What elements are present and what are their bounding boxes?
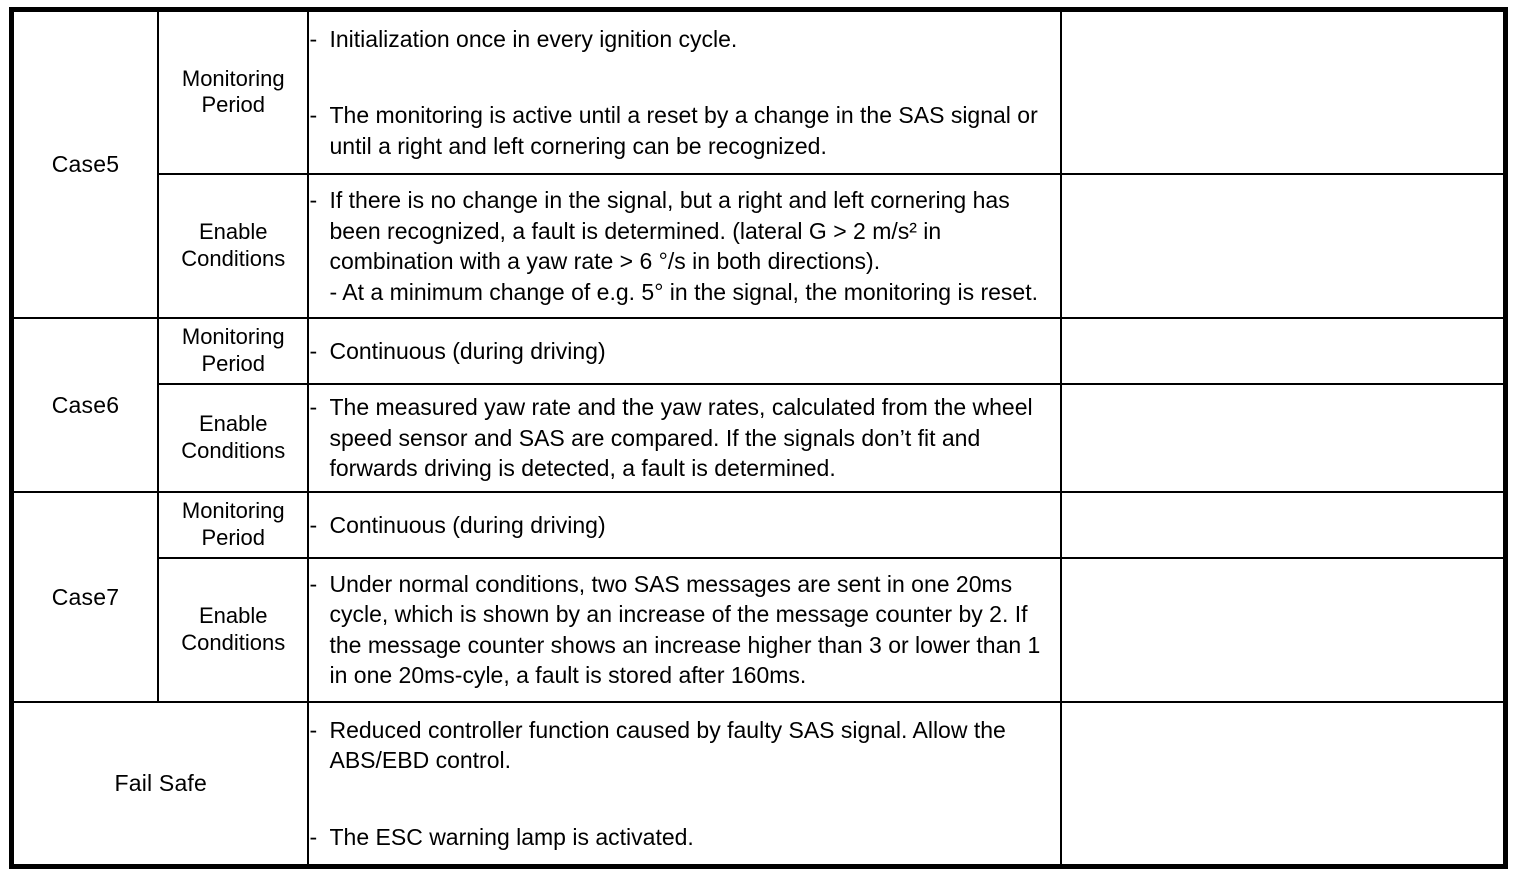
dtc-monitoring-table: Case5 Monitoring Period -Initialization … <box>9 7 1508 869</box>
bullet-dash: - <box>309 102 318 129</box>
kind-label-line2: Conditions <box>181 629 286 655</box>
bullet-dash: - <box>309 337 318 364</box>
desc-cell-fail-safe: -Reduced controller function caused by f… <box>307 700 1062 868</box>
kind-cell-case7-enable-conditions: Enable Conditions <box>156 556 310 703</box>
kind-label-line1: Monitoring <box>181 498 285 524</box>
table-row: Fail Safe -Reduced controller function c… <box>10 700 1507 868</box>
bullet-text: Reduced controller function caused by fa… <box>329 716 1006 774</box>
kind-cell-case5-enable-conditions: Enable Conditions <box>156 172 310 320</box>
bullet-text: - <box>329 278 338 305</box>
case-label-cell-case7: Case7 <box>10 491 159 703</box>
bullet-item: -The monitoring is active until a reset … <box>309 100 1060 161</box>
desc-cell-case6-monitoring-period: -Continuous (during driving) <box>307 317 1062 385</box>
case-label-cell-case5: Case5 <box>10 8 159 320</box>
bullet-dash: - <box>309 716 318 743</box>
kind-label-line2: Conditions <box>181 246 286 272</box>
table-row: Case6 Monitoring Period -Continuous (dur… <box>10 317 1507 494</box>
kind-cell-case6-monitoring-period: Monitoring Period <box>156 317 310 385</box>
bullet-item: -Under normal conditions, two SAS messag… <box>309 569 1060 690</box>
bullet-item: -If there is no change in the signal, bu… <box>309 185 1060 276</box>
bullet-text: If there is no change in the signal, but… <box>329 187 1010 275</box>
bullet-text: Continuous (during driving) <box>329 511 606 538</box>
kind-label-line1: Enable <box>198 411 268 437</box>
paragraph-gap <box>309 776 1060 822</box>
bullet-item: - At a minimum change of e.g. 5° in the … <box>309 277 1060 307</box>
bullet-dash: - <box>309 511 318 538</box>
desc-cell-case5-monitoring-period: -Initialization once in every ignition c… <box>307 8 1062 175</box>
bullet-text: The measured yaw rate and the yaw rates,… <box>329 394 1033 482</box>
bullet-dash: - <box>309 394 318 421</box>
bullet-dash: - <box>309 187 318 214</box>
kind-label-line2: Period <box>201 524 266 550</box>
kind-label-line1: Monitoring <box>181 324 285 350</box>
notes-cell-case5-enable-conditions <box>1060 172 1507 320</box>
kind-cell-case6-enable-conditions: Enable Conditions <box>156 382 310 494</box>
notes-cell-case7-monitoring-period <box>1060 491 1507 559</box>
table-row: Case7 Monitoring Period -Continuous (dur… <box>10 491 1507 703</box>
case-label-cell-fail-safe: Fail Safe <box>10 700 310 868</box>
bullet-text: At a minimum change of e.g. 5° in the si… <box>342 278 1038 305</box>
notes-cell-case6-enable-conditions <box>1060 382 1507 494</box>
kind-label-line2: Conditions <box>181 437 286 463</box>
bullet-text: Under normal conditions, two SAS message… <box>329 571 1041 689</box>
kind-label-line2: Period <box>201 92 266 118</box>
notes-cell-case7-enable-conditions <box>1060 556 1507 703</box>
table-row: Enable Conditions -The measured yaw rate… <box>12 382 1507 494</box>
notes-cell-fail-safe <box>1060 700 1507 868</box>
notes-cell-case6-monitoring-period <box>1060 317 1507 385</box>
kind-label-line1: Enable <box>198 219 268 245</box>
bullet-dash: - <box>309 25 318 52</box>
paragraph-gap <box>309 54 1060 100</box>
bullet-item: -The ESC warning lamp is activated. <box>309 822 1060 852</box>
bullet-text: The monitoring is active until a reset b… <box>329 102 1038 159</box>
desc-cell-case7-monitoring-period: -Continuous (during driving) <box>307 491 1062 559</box>
bullet-item: -Initialization once in every ignition c… <box>309 24 1060 54</box>
table-row: Case5 Monitoring Period -Initialization … <box>10 8 1507 320</box>
bullet-dash: - <box>309 571 318 598</box>
case-label-cell-case6: Case6 <box>10 317 159 494</box>
bullet-text: Initialization once in every ignition cy… <box>329 25 738 52</box>
bullet-text: Continuous (during driving) <box>329 337 606 364</box>
kind-label-line1: Enable <box>198 602 268 628</box>
notes-cell-case5-monitoring-period <box>1060 8 1507 175</box>
desc-cell-case6-enable-conditions: -The measured yaw rate and the yaw rates… <box>307 382 1062 494</box>
bullet-text: The ESC warning lamp is activated. <box>329 823 694 850</box>
bullet-item: -Continuous (during driving) <box>309 510 1060 540</box>
desc-cell-case7-enable-conditions: -Under normal conditions, two SAS messag… <box>307 556 1062 703</box>
bullet-item: -The measured yaw rate and the yaw rates… <box>309 392 1060 483</box>
kind-label-line1: Monitoring <box>181 65 285 91</box>
bullet-item: -Continuous (during driving) <box>309 336 1060 366</box>
kind-label-line2: Period <box>201 350 266 376</box>
kind-cell-case7-monitoring-period: Monitoring Period <box>156 491 310 559</box>
bullet-item: -Reduced controller function caused by f… <box>309 715 1060 776</box>
table-row: Enable Conditions -Under normal conditio… <box>12 556 1507 703</box>
kind-cell-case5-monitoring-period: Monitoring Period <box>156 8 310 175</box>
table-row: Enable Conditions -If there is no change… <box>12 172 1507 320</box>
bullet-dash: - <box>309 823 318 850</box>
desc-cell-case5-enable-conditions: -If there is no change in the signal, bu… <box>307 172 1062 320</box>
